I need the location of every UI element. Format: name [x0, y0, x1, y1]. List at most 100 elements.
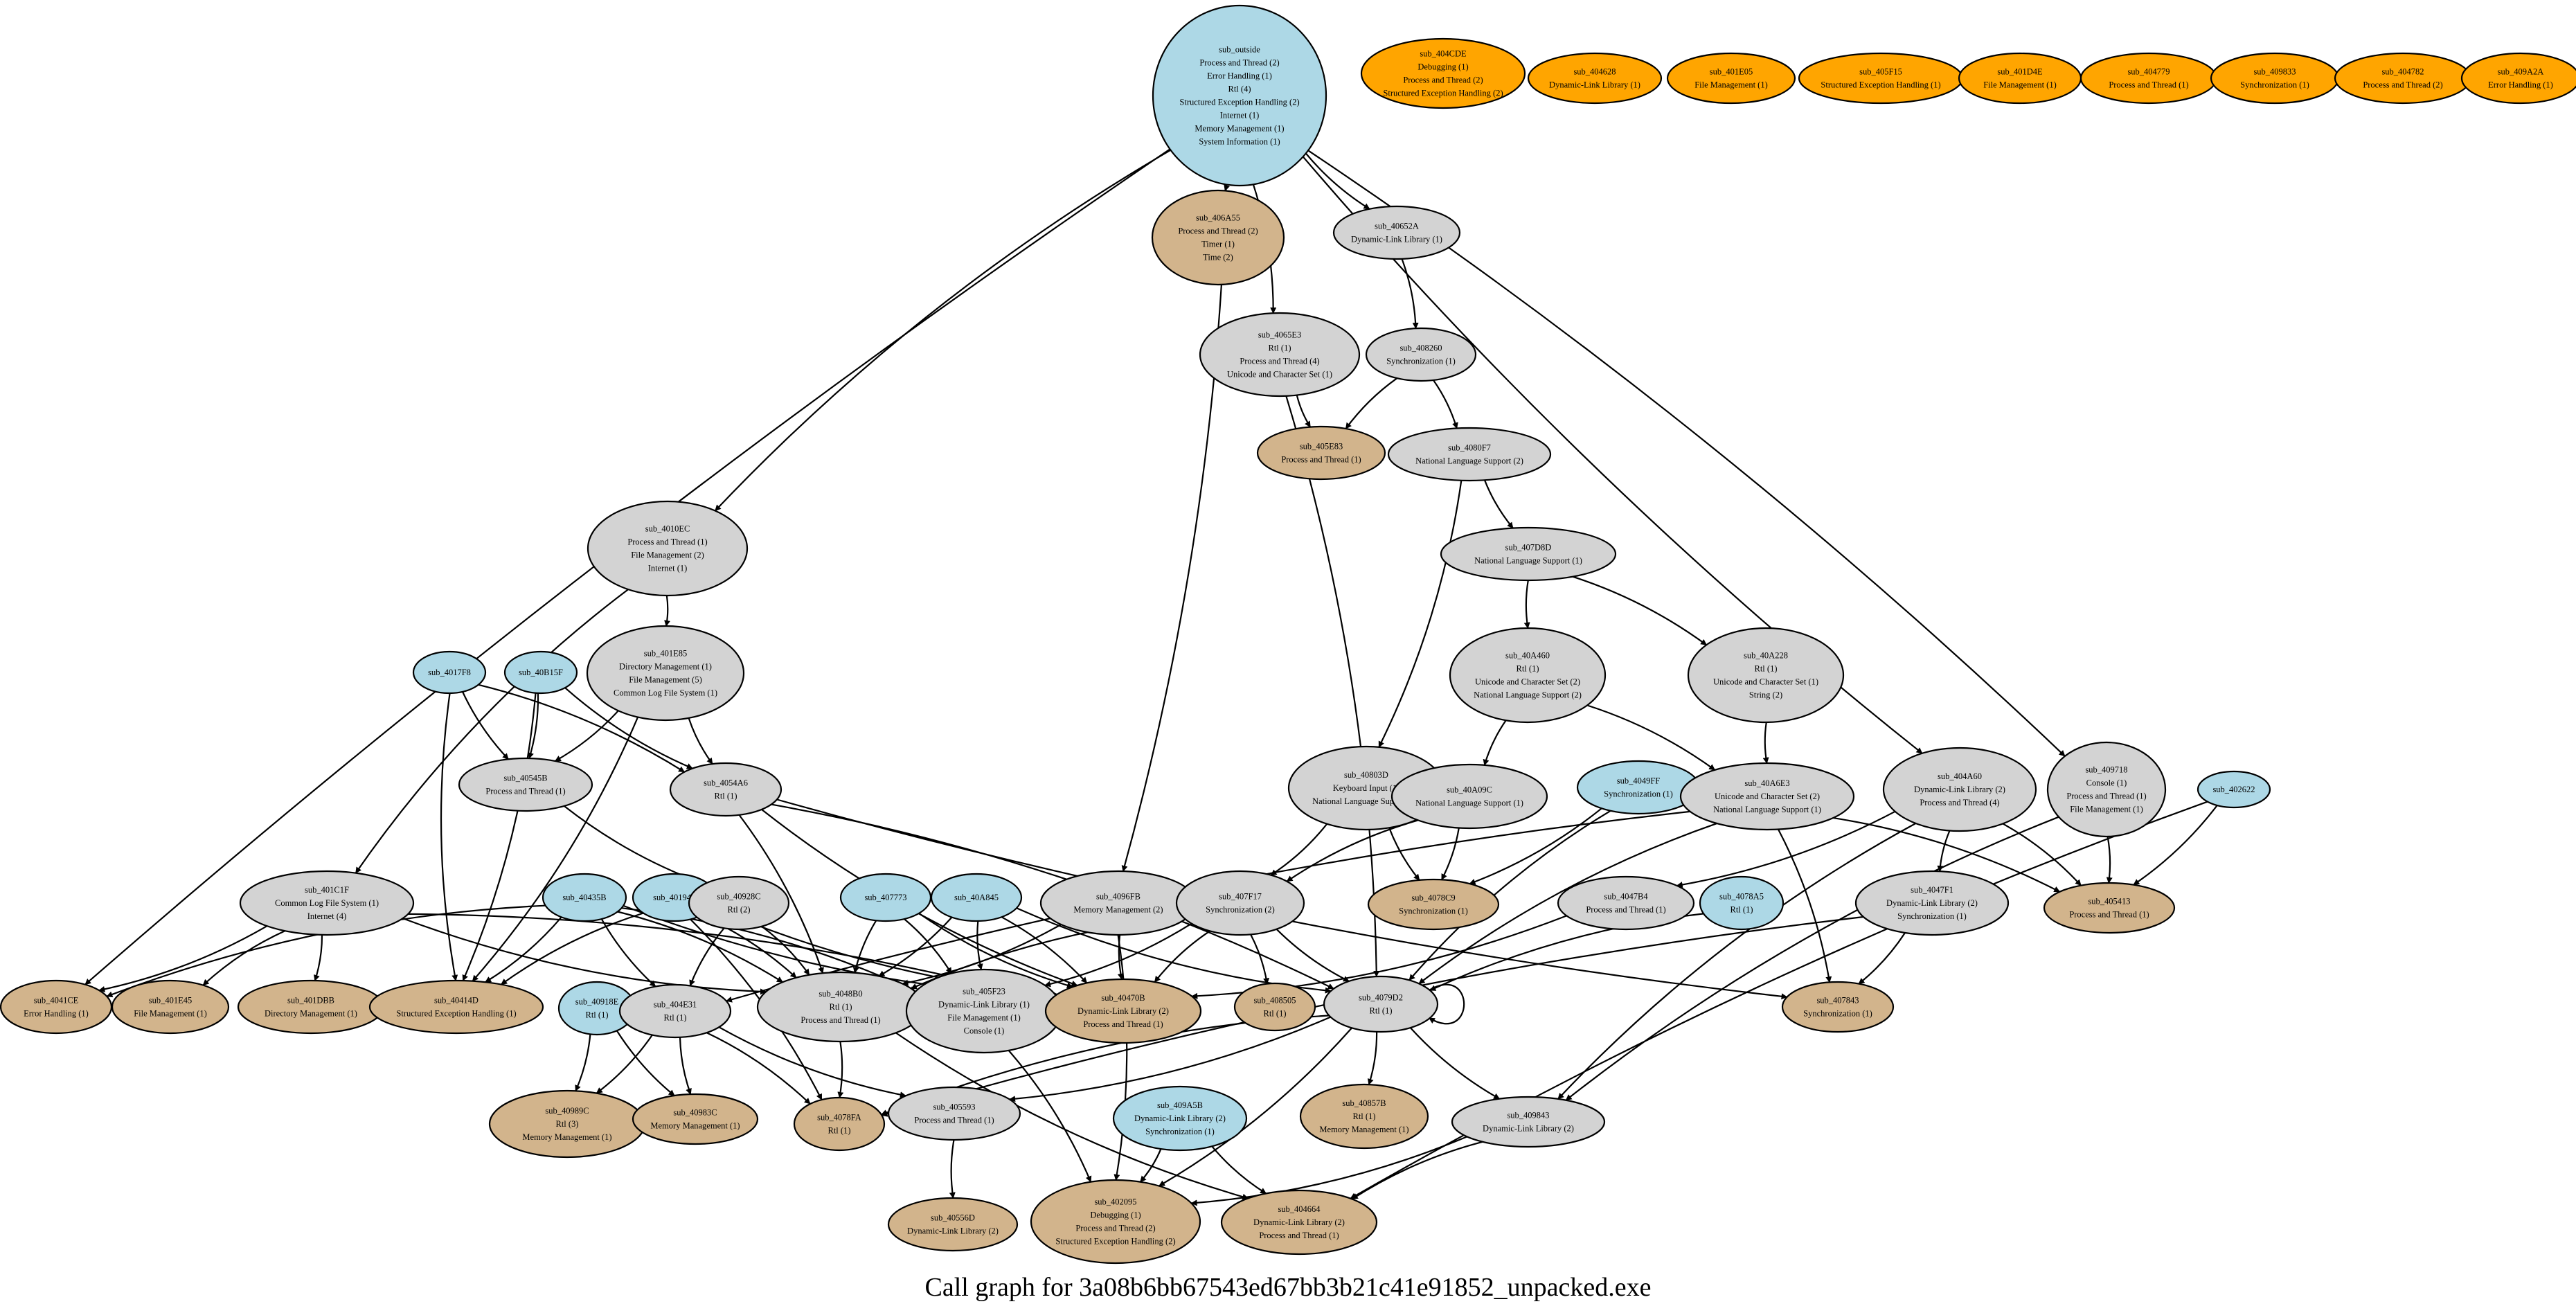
node-api-category: Synchronization (1)	[1145, 1127, 1215, 1136]
call-edge	[976, 920, 983, 970]
node-api-category: Internet (4)	[307, 911, 347, 921]
call-edge	[688, 717, 713, 765]
graph-node-sub_40435b[interactable]: sub_40435B	[542, 873, 627, 922]
node-ellipse	[1687, 627, 1845, 724]
node-api-category: Process and Thread (1)	[2069, 910, 2149, 920]
node-ellipse	[1451, 1096, 1606, 1148]
call-edge	[878, 916, 953, 977]
node-ellipse	[688, 875, 790, 931]
node-api-category: Time (2)	[1203, 253, 1233, 262]
node-api-category: Memory Management (1)	[650, 1121, 740, 1131]
call-edge	[554, 710, 619, 762]
node-api-category: Dynamic-Link Library (1)	[1351, 235, 1442, 244]
node-title: sub_40983C	[673, 1108, 717, 1118]
node-api-category: Synchronization (1)	[2240, 80, 2309, 90]
node-ellipse	[1958, 52, 2082, 105]
graph-node-sub_407773[interactable]: sub_407773	[839, 873, 932, 922]
call-edge	[1418, 823, 1717, 985]
graph-node-sub_402622[interactable]: sub_402622	[2197, 770, 2271, 809]
node-title: sub_405413	[2088, 897, 2130, 906]
node-api-category: Keyboard Input (1)	[1333, 783, 1400, 793]
node-api-category: Process and Thread (1)	[1259, 1231, 1339, 1240]
graph-node-sub_40b15f[interactable]: sub_40B15F	[503, 650, 578, 695]
node-api-category: Rtl (1)	[1517, 664, 1539, 674]
node-api-category: Common Log File System (1)	[614, 688, 717, 698]
graph-node-sub_40a845[interactable]: sub_40A845	[930, 873, 1023, 922]
node-title: sub_404782	[2381, 67, 2424, 77]
node-title: sub_408260	[1399, 343, 1442, 353]
node-title: sub_40A09C	[1447, 785, 1492, 795]
node-ellipse	[2197, 770, 2271, 809]
node-api-category: Structured Exception Handling (2)	[1055, 1237, 1175, 1247]
call-edge	[1557, 823, 1916, 1100]
graph-node-sub_40983c[interactable]: sub_40983C Memory Management (1)	[632, 1093, 759, 1145]
node-api-category: Rtl (2)	[728, 905, 751, 915]
node-title: sub_409A2A	[2498, 67, 2544, 77]
node-api-category: Memory Management (1)	[522, 1132, 611, 1142]
call-edge	[1833, 817, 2061, 893]
call-edge	[1572, 575, 1708, 646]
graph-node-sub_4017f8[interactable]: sub_4017F8	[412, 650, 487, 695]
node-ellipse	[2043, 882, 2176, 934]
node-api-category: File Management (1)	[947, 1013, 1021, 1023]
